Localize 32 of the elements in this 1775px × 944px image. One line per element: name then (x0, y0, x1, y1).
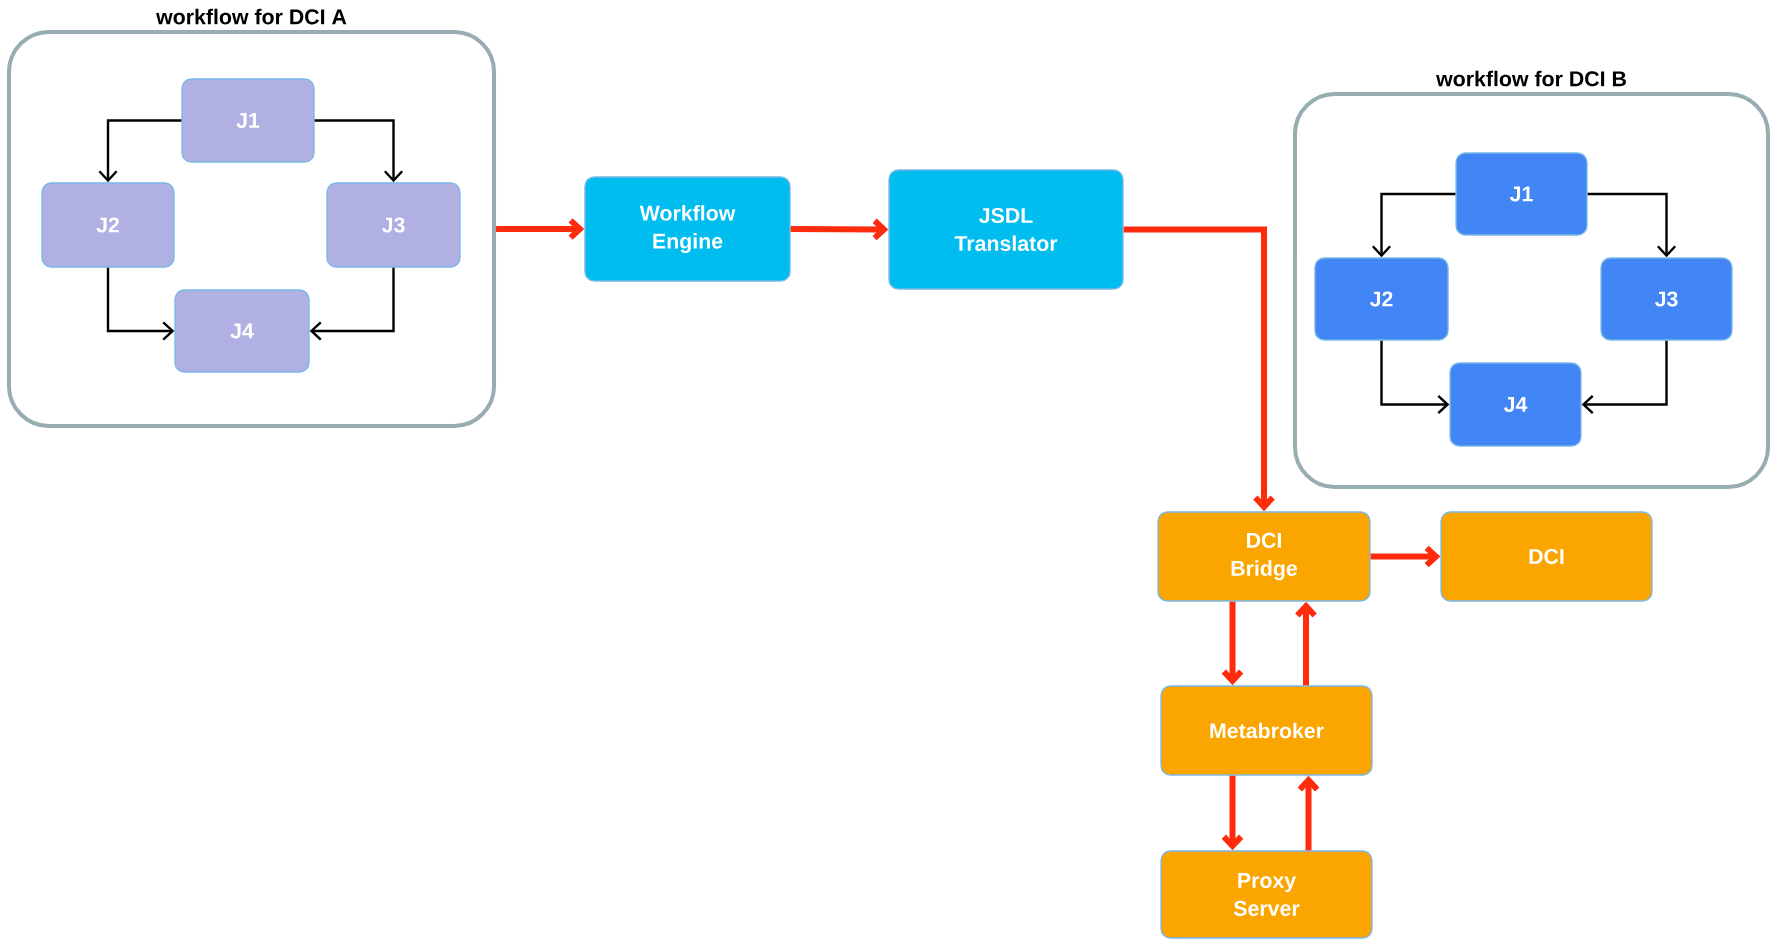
arrow (1380, 340, 1450, 415)
job-box: J2 (41, 182, 175, 268)
arrow (98, 119, 182, 183)
job-box: J1 (1455, 152, 1588, 236)
job-box: J4 (174, 289, 310, 373)
arrow (1123, 226, 1275, 512)
process-box: Workflow Engine (584, 176, 791, 282)
job-box: J2 (1314, 257, 1449, 341)
arrow (1370, 545, 1441, 568)
process-box: DCI (1440, 511, 1653, 602)
arrow (1371, 192, 1456, 258)
job-box: J3 (1600, 257, 1733, 341)
job-box: J1 (181, 78, 315, 163)
process-box: DCI Bridge (1157, 511, 1371, 602)
arrow (790, 218, 889, 241)
arrow (1295, 601, 1317, 686)
node-label: workflow for DCI A (156, 8, 347, 25)
arrow (1587, 192, 1677, 258)
arrow (1221, 775, 1244, 851)
arrow (1221, 601, 1244, 686)
job-box: J3 (326, 182, 461, 268)
process-box: Metabroker (1160, 685, 1373, 776)
arrow (1297, 775, 1320, 851)
node-label: workflow for DCI B (1436, 70, 1626, 87)
process-box: Proxy Server (1160, 850, 1373, 939)
job-box: J4 (1449, 362, 1582, 447)
arrow (309, 267, 395, 341)
process-box: JSDL Translator (888, 169, 1124, 290)
arrow (106, 267, 175, 341)
arrow (496, 218, 585, 240)
arrow (1581, 340, 1668, 415)
arrow (314, 119, 404, 183)
